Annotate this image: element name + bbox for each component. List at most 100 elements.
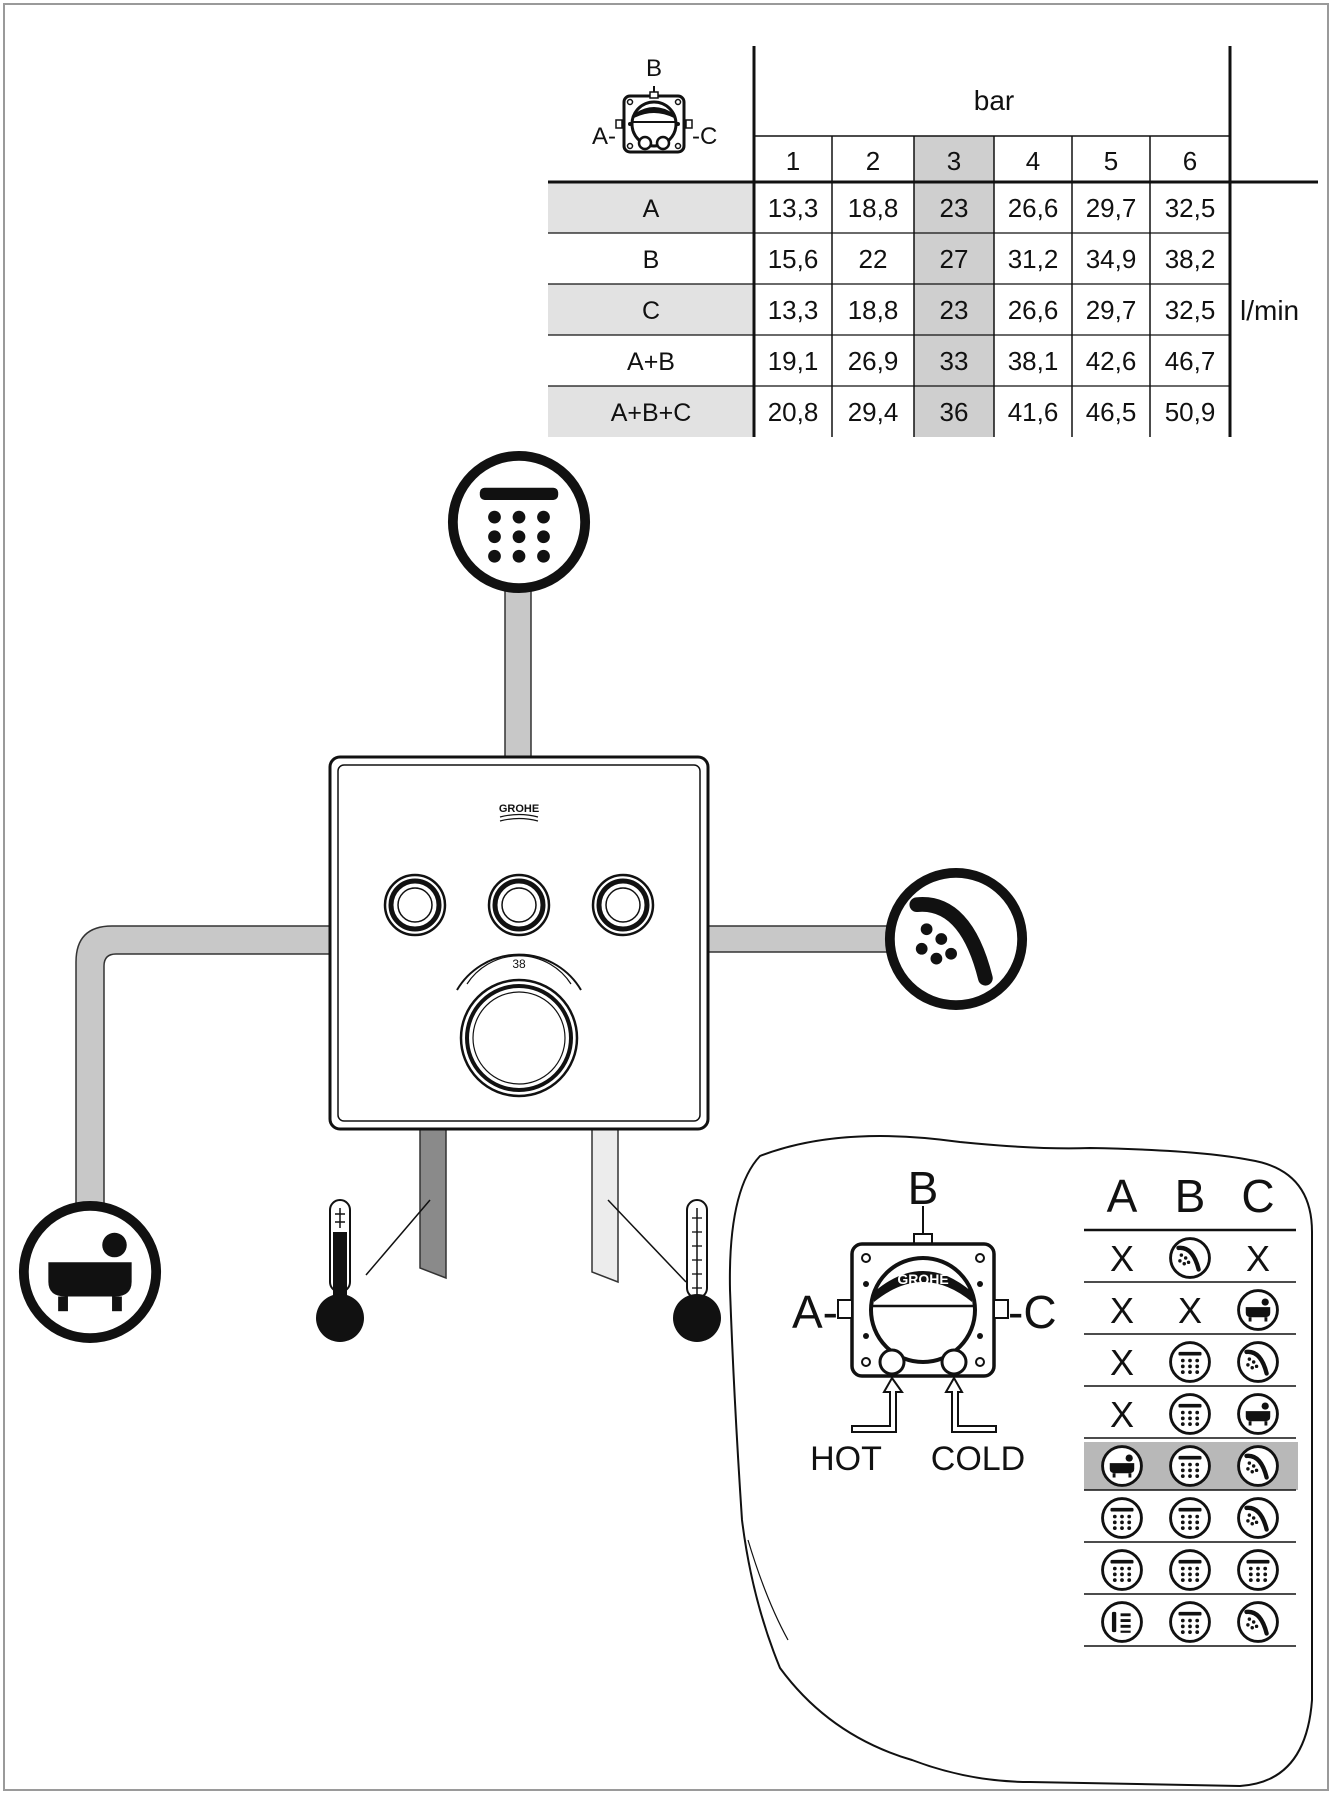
config-cell <box>1101 1497 1143 1539</box>
overhead-shower-icon <box>1169 1601 1211 1643</box>
hand-shower-icon <box>1239 1499 1278 1538</box>
config-off-mark: X <box>1110 1238 1134 1279</box>
row-shade <box>548 182 754 233</box>
outlet-label: B <box>643 246 660 274</box>
thermostat-knob[interactable] <box>456 953 582 1098</box>
bathtub-icon <box>1237 1393 1279 1435</box>
button-c[interactable] <box>591 873 655 937</box>
config-cell <box>1169 1341 1211 1383</box>
outlet-label: C <box>642 297 660 325</box>
flow-value: 19,1 <box>768 346 819 376</box>
config-cell <box>1169 1445 1211 1487</box>
mixer-faceplate: GROHE 38 <box>328 755 710 1131</box>
flow-value: 26,6 <box>1008 193 1059 223</box>
outlet-label: A+B <box>627 348 675 376</box>
flow-value: 18,8 <box>848 295 899 325</box>
pressure-value: 3 <box>947 146 961 176</box>
temperature-mark: 38 <box>512 957 526 971</box>
pipe-top <box>504 584 532 758</box>
flow-value: 15,6 <box>768 244 819 274</box>
overhead-shower-icon <box>453 456 585 588</box>
config-cell <box>1237 1393 1279 1435</box>
flow-value: 33 <box>940 346 969 376</box>
pipes <box>75 584 893 1284</box>
config-off-mark: X <box>1110 1290 1134 1331</box>
pressure-value: 5 <box>1104 146 1118 176</box>
flow-value: 38,1 <box>1008 346 1059 376</box>
hot-thermometer <box>316 1199 431 1342</box>
flow-value: 13,3 <box>768 193 819 223</box>
flow-value: 50,9 <box>1165 397 1216 427</box>
page-frame <box>3 3 1329 1791</box>
outlet-label: A+B+C <box>611 399 692 427</box>
button-b[interactable] <box>487 873 551 937</box>
config-port-a-label: A- <box>792 1286 838 1338</box>
bathtub-icon <box>24 1206 156 1338</box>
cold-label: COLD <box>931 1440 1025 1478</box>
flow-value: 38,2 <box>1165 244 1216 274</box>
button-a[interactable] <box>383 873 447 937</box>
flow-value: 31,2 <box>1008 244 1059 274</box>
flow-value: 29,7 <box>1086 295 1137 325</box>
config-cell <box>1237 1549 1279 1591</box>
overhead-shower-outlet <box>453 456 585 588</box>
config-cell <box>1169 1549 1211 1591</box>
config-cell <box>1101 1601 1143 1643</box>
overhead-shower-icon <box>1169 1393 1211 1435</box>
hand-shower-icon <box>1239 1343 1278 1382</box>
flow-unit-label: l/min <box>1240 295 1299 326</box>
config-port-b-label: B <box>908 1162 939 1214</box>
pipe-right <box>705 925 893 953</box>
flow-value: 27 <box>940 244 969 274</box>
flow-value: 26,6 <box>1008 295 1059 325</box>
config-cell <box>1101 1445 1143 1487</box>
config-valve-symbol: GROHE B A- -C HOT COLD <box>792 1162 1057 1478</box>
row-shade <box>548 386 754 437</box>
config-off-mark: X <box>1246 1238 1270 1279</box>
hot-label: HOT <box>810 1440 882 1478</box>
overhead-shower-icon <box>1169 1497 1211 1539</box>
flow-value: 36 <box>940 397 969 427</box>
flow-value: 42,6 <box>1086 346 1137 376</box>
config-off-mark: X <box>1178 1290 1202 1331</box>
overhead-shower-icon <box>1237 1549 1279 1591</box>
flow-value: 32,5 <box>1165 193 1216 223</box>
flow-value: 23 <box>940 295 969 325</box>
flow-value: 23 <box>940 193 969 223</box>
pipe-left <box>75 925 333 1219</box>
config-cell <box>1239 1447 1278 1486</box>
config-off-mark: X <box>1110 1342 1134 1383</box>
flow-value: 41,6 <box>1008 397 1059 427</box>
hand-shower-outlet <box>890 873 1022 1005</box>
hand-shower-icon <box>1239 1447 1278 1486</box>
config-header: C <box>1241 1170 1274 1222</box>
config-cell <box>1169 1393 1211 1435</box>
config-cell <box>1101 1549 1143 1591</box>
config-off-mark: X <box>1110 1394 1134 1435</box>
overhead-shower-icon <box>1101 1549 1143 1591</box>
hand-shower-icon <box>1171 1239 1210 1278</box>
flow-value: 46,5 <box>1086 397 1137 427</box>
highlight-column <box>914 136 994 437</box>
config-cell <box>1169 1601 1211 1643</box>
bathtub-outlet <box>24 1206 156 1338</box>
config-cell <box>1239 1499 1278 1538</box>
hand-shower-icon <box>1239 1603 1278 1642</box>
config-cell <box>1169 1497 1211 1539</box>
config-header: B <box>1175 1170 1206 1222</box>
bathtub-icon <box>1101 1445 1143 1487</box>
hand-shower-icon <box>890 873 1022 1005</box>
pressure-value: 1 <box>786 146 800 176</box>
overhead-shower-icon <box>1101 1497 1143 1539</box>
flow-value: 20,8 <box>768 397 819 427</box>
overhead-shower-icon <box>1169 1341 1211 1383</box>
flow-value: 32,5 <box>1165 295 1216 325</box>
bathtub-icon <box>1237 1289 1279 1331</box>
overhead-shower-icon <box>1169 1549 1211 1591</box>
cold-thermometer <box>607 1199 721 1342</box>
config-brand-logo: GROHE <box>897 1271 948 1287</box>
brand-logo: GROHE <box>499 803 539 815</box>
flow-value: 34,9 <box>1086 244 1137 274</box>
